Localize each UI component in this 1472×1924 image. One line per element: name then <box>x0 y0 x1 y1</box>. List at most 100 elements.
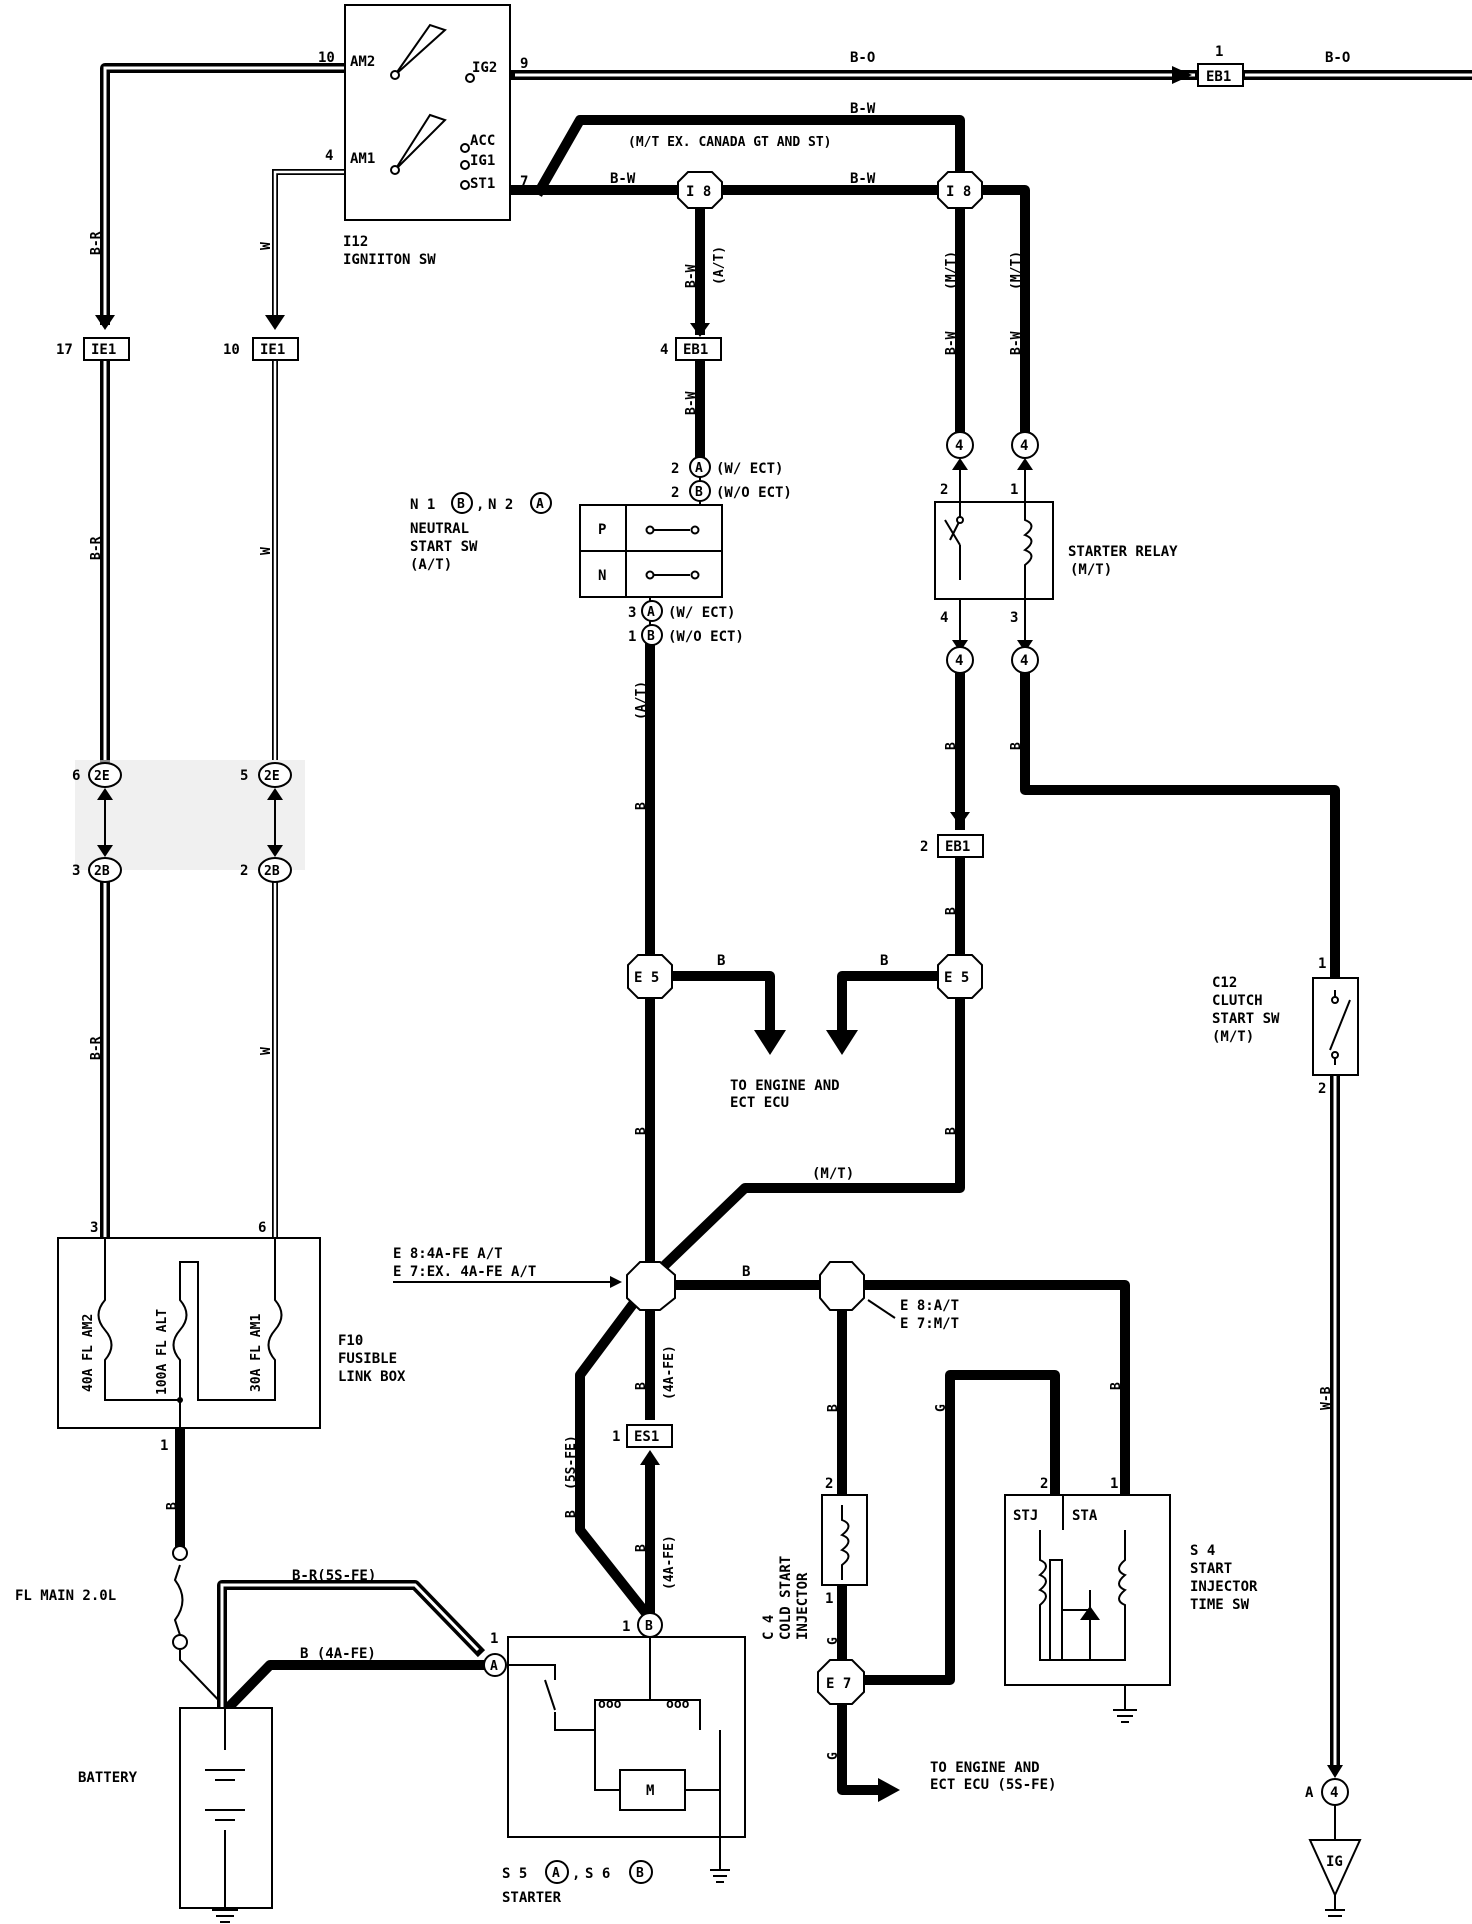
svg-text:A: A <box>1305 1785 1314 1801</box>
svg-text:1: 1 <box>1110 1476 1118 1492</box>
wire-b-e5-ecu-left <box>663 971 775 1035</box>
svg-text:STARTER: STARTER <box>502 1890 562 1906</box>
svg-text:E 7: E 7 <box>826 1676 851 1692</box>
svg-text:B: B <box>636 1866 644 1881</box>
svg-text:1: 1 <box>160 1438 168 1454</box>
ignition-contact-1 <box>394 23 447 76</box>
svg-text:,: , <box>476 497 484 513</box>
svg-text:B: B <box>645 1619 653 1634</box>
connector-eb1-low: EB1 2 <box>920 834 984 858</box>
svg-text:W: W <box>259 1047 274 1055</box>
pin-9: 9 <box>520 56 528 72</box>
connector-es1: ES1 1 <box>612 1424 673 1448</box>
svg-text:(A/T): (A/T) <box>712 246 727 285</box>
wire-b-battery-starter <box>220 1660 489 1716</box>
svg-text:ooo: ooo <box>598 1697 622 1712</box>
svg-text:IE1: IE1 <box>91 342 116 358</box>
svg-text:4: 4 <box>660 342 668 358</box>
wire-b-relay-clutch <box>1020 670 1340 995</box>
cold-start-injector: 2 1 C 4 COLD START INJECTOR <box>761 1476 868 1640</box>
connector-e7: E 7 <box>817 1659 865 1705</box>
svg-text:C 4: C 4 <box>761 1615 777 1640</box>
svg-text:,: , <box>572 1866 580 1882</box>
svg-text:STJ: STJ <box>1013 1508 1038 1524</box>
connector-eb1-top: EB1 1 <box>1197 44 1244 87</box>
svg-text:B-W: B-W <box>944 331 959 355</box>
svg-text:(W/O ECT): (W/O ECT) <box>668 629 744 645</box>
ig2-terminal: IG2 <box>472 60 497 76</box>
svg-text:CLUTCH: CLUTCH <box>1212 993 1263 1009</box>
svg-text:B: B <box>1109 1382 1124 1390</box>
arrow-eb1-mid <box>690 323 710 337</box>
note-to-ecu-1: TO ENGINE AND <box>730 1078 840 1094</box>
svg-text:30A FL AM1: 30A FL AM1 <box>249 1314 264 1392</box>
svg-text:10: 10 <box>223 342 240 358</box>
note-e8-mt-leader <box>867 1299 896 1319</box>
svg-text:40A FL AM2: 40A FL AM2 <box>81 1314 96 1392</box>
svg-text:(4A-FE): (4A-FE) <box>662 1535 677 1590</box>
svg-text:E 5: E 5 <box>944 970 969 986</box>
wire-label-b-o-1: B-O <box>850 50 875 66</box>
svg-text:2: 2 <box>825 1476 833 1492</box>
svg-text:B: B <box>695 485 703 500</box>
svg-text:A: A <box>490 1659 498 1674</box>
svg-text:B-W: B-W <box>1009 331 1024 355</box>
svg-text:1: 1 <box>612 1429 620 1445</box>
wire-b-r-5sfe <box>217 1580 486 1713</box>
start-injector-time-switch: STJ STA 2 1 S 4 START INJECTOR TIME SW <box>1004 1476 1258 1723</box>
wire-label-b-w-top: B-W <box>850 101 876 117</box>
connector-i8-left: I 8 <box>677 171 723 209</box>
svg-text:B: B <box>634 1544 649 1552</box>
note-e8-mt-1: E 8:A/T <box>900 1298 959 1314</box>
note-to-ecu-4: ECT ECU (5S-FE) <box>930 1777 1056 1793</box>
note-e8-1: E 8:4A-FE A/T <box>393 1246 503 1262</box>
svg-text:2: 2 <box>1040 1476 1048 1492</box>
svg-text:A: A <box>552 1866 560 1881</box>
wire-label-b-4afe: B (4A-FE) <box>300 1646 376 1662</box>
note-e8-2: E 7:EX. 4A-FE A/T <box>393 1264 536 1280</box>
svg-text:A: A <box>536 497 544 512</box>
arrow-ie1-left <box>95 315 115 330</box>
arrow-eb1-top <box>1172 66 1192 84</box>
junction-e8-e7-right <box>819 1261 865 1311</box>
svg-text:W: W <box>259 242 274 250</box>
wire-b-r-top <box>100 63 350 325</box>
svg-text:4: 4 <box>955 653 963 669</box>
ignition-contact-2 <box>394 113 447 171</box>
svg-text:B-R: B-R <box>89 536 104 560</box>
nsw-pin-labels: 2 A (W/ ECT) 2 B (W/O ECT) 3 A (W/ ECT) … <box>628 456 792 646</box>
svg-text:F10: F10 <box>338 1333 363 1349</box>
starter-motor: M <box>646 1783 654 1799</box>
am2-terminal: AM2 <box>350 54 375 70</box>
connector-eb1-mid: EB1 4 <box>660 337 722 361</box>
svg-text:(W/O ECT): (W/O ECT) <box>716 485 792 501</box>
wire-b-5sfe <box>575 1293 653 1620</box>
acc-terminal: ACC <box>470 133 495 149</box>
wire-label-mt-ex: (M/T EX. CANADA GT AND ST) <box>628 135 832 150</box>
wire-b-w-relay1 <box>975 185 1030 440</box>
wire-g-e7-ecu <box>837 1695 885 1795</box>
svg-text:LINK BOX: LINK BOX <box>338 1369 406 1385</box>
starter-relay: 4 4 2 1 4 3 4 4 STARTER RELAY (M/T) <box>934 431 1178 674</box>
svg-text:B: B <box>647 629 655 644</box>
svg-text:(A/T): (A/T) <box>634 681 649 720</box>
wire-label-b-r-5sfe: B-R(5S-FE) <box>292 1568 376 1584</box>
arrow-ecu-left <box>754 1030 786 1055</box>
note-to-ecu-2: ECT ECU <box>730 1095 789 1111</box>
svg-text:2: 2 <box>240 863 248 879</box>
svg-text:2E: 2E <box>94 769 110 784</box>
svg-text:4: 4 <box>955 438 963 454</box>
svg-text:2E: 2E <box>264 769 280 784</box>
wire-b-e5-ecu-right <box>837 971 947 1035</box>
wire-w-top <box>272 169 345 320</box>
svg-text:IE1: IE1 <box>260 342 285 358</box>
svg-text:ooo: ooo <box>666 1697 690 1712</box>
ignition-sw-ref: I12 <box>343 234 368 250</box>
fl-main-terminal-top <box>172 1545 188 1561</box>
nsw-pos-n: N <box>598 568 606 584</box>
svg-text:S 4: S 4 <box>1190 1543 1215 1559</box>
st1-terminal: ST1 <box>470 176 495 192</box>
svg-text:2: 2 <box>940 482 948 498</box>
connector-e5-left: E 5 <box>627 954 673 999</box>
